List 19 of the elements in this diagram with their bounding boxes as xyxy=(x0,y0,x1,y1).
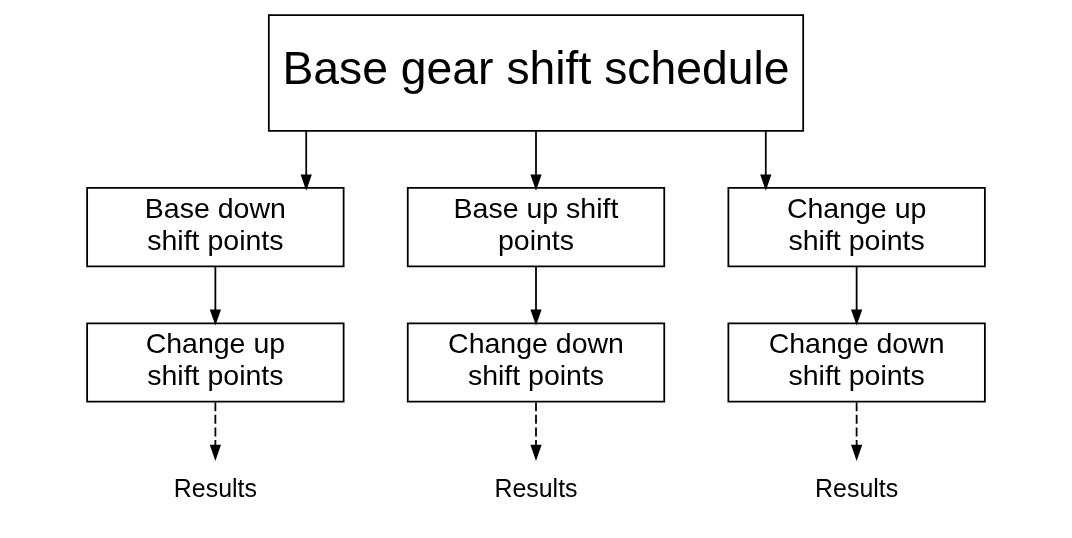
arrow xyxy=(851,401,863,461)
arrow xyxy=(209,266,221,326)
node-box: Base down shift points xyxy=(86,187,345,268)
arrow xyxy=(300,130,312,191)
arrow xyxy=(530,266,542,326)
node-box: Change down shift points xyxy=(727,322,986,403)
node-text: Results xyxy=(494,474,578,503)
arrow xyxy=(760,130,772,191)
node-box: Change up shift points xyxy=(727,187,986,268)
node-box: Base gear shift schedule xyxy=(267,14,805,132)
arrow xyxy=(209,401,221,461)
arrow xyxy=(530,401,542,461)
arrow xyxy=(851,266,863,326)
node-box: Base up shift points xyxy=(406,187,666,268)
arrow xyxy=(530,130,542,191)
node-text: Results xyxy=(815,474,899,503)
node-box: Change down shift points xyxy=(406,322,666,403)
node-box: Change up shift points xyxy=(86,322,345,403)
node-text: Results xyxy=(173,474,257,503)
